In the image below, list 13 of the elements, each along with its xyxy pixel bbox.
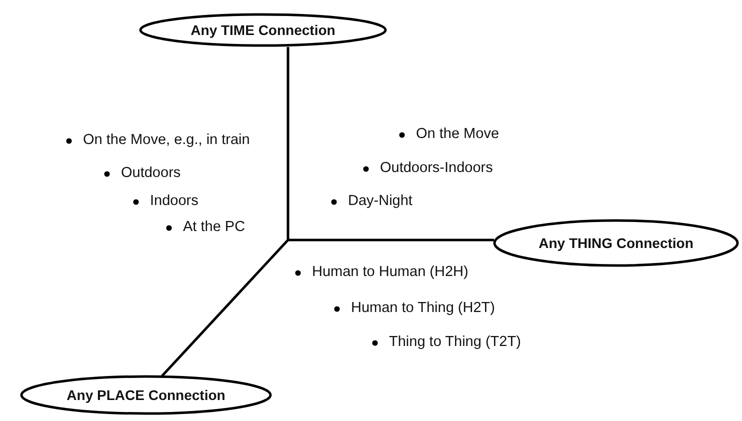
list-item-text: On the Move <box>416 125 500 143</box>
node-label: Any PLACE Connection <box>66 387 226 403</box>
list-item-text: Outdoors <box>121 164 181 182</box>
list-item-text: Outdoors-Indoors <box>380 159 493 177</box>
list-item-text: Human to Human (H2H) <box>312 263 468 281</box>
list-item-text: At the PC <box>183 218 246 236</box>
list-item-text: Thing to Thing (T2T) <box>389 333 521 351</box>
list-item-text: Human to Thing (H2T) <box>351 299 495 317</box>
node-label: Any THING Connection <box>538 235 694 251</box>
list-item-text: On the Move, e.g., in train <box>83 131 250 149</box>
node-label: Any TIME Connection <box>190 22 336 38</box>
list-item-text: Indoors <box>150 192 198 210</box>
list-item-text: Day-Night <box>348 192 412 210</box>
